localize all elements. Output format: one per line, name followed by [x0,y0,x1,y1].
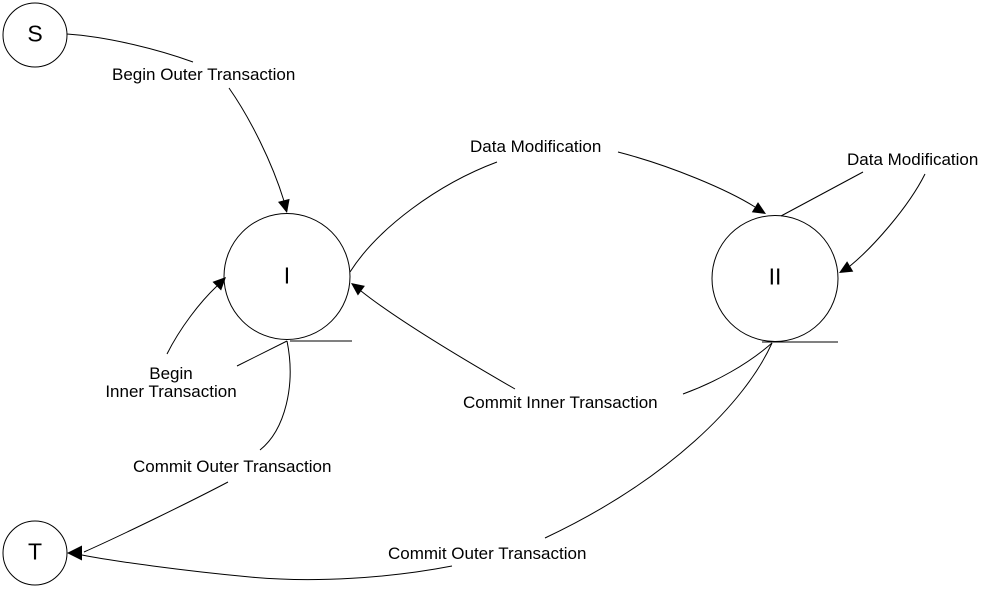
edge-label-begin-inner-transaction: Begin Inner Transaction [105,364,237,401]
edge-begin-inner-arrowhead [212,277,226,291]
edge-label-data-modification-loop: Data Modification [847,150,979,169]
edge-commit-inner-arrowhead [351,283,365,296]
node-start-label: S [27,20,43,47]
edge-label-begin-outer-transaction: Begin Outer Transaction [112,65,296,84]
edge-data-modification-arrowhead [751,202,766,214]
edge-begin-inner-line-a [236,340,288,367]
edge-commit-inner-line-b [360,290,516,390]
edge-commit-outer-2-line-a [544,342,773,539]
edge-commit-outer-2-line-b [81,554,453,581]
edge-commit-outer-1-line-a [259,340,291,451]
edge-commit-outer-arrowhead [67,545,82,561]
node-state-1-label: I [283,262,291,289]
node-state-1-circle [223,213,351,340]
edge-commit-inner-line-a [682,342,773,395]
edge-begin-outer-line-b [228,87,285,202]
node-terminal-label: T [27,538,43,565]
edge-data-modification-line-a [349,161,498,273]
edge-label-commit-outer-transaction-1: Commit Outer Transaction [133,457,332,476]
edge-begin-inner-line-b [166,285,218,355]
edge-data-modification-loop-line-b [849,173,926,267]
edge-label-commit-outer-transaction-2: Commit Outer Transaction [388,544,587,563]
edge-begin-outer-arrowhead [278,198,290,213]
edge-data-modification-loop-line-a [780,171,864,217]
edge-begin-outer-line-a [66,33,194,63]
edge-data-modification-loop-arrowhead [839,261,854,273]
edge-label-commit-inner-transaction: Commit Inner Transaction [463,393,658,412]
edge-data-modification-line-b [617,151,756,208]
node-start-circle [2,2,68,68]
edge-commit-outer-1-line-b [83,481,229,553]
node-state-2-label: II [768,263,782,290]
edge-label-data-modification: Data Modification [470,137,602,156]
